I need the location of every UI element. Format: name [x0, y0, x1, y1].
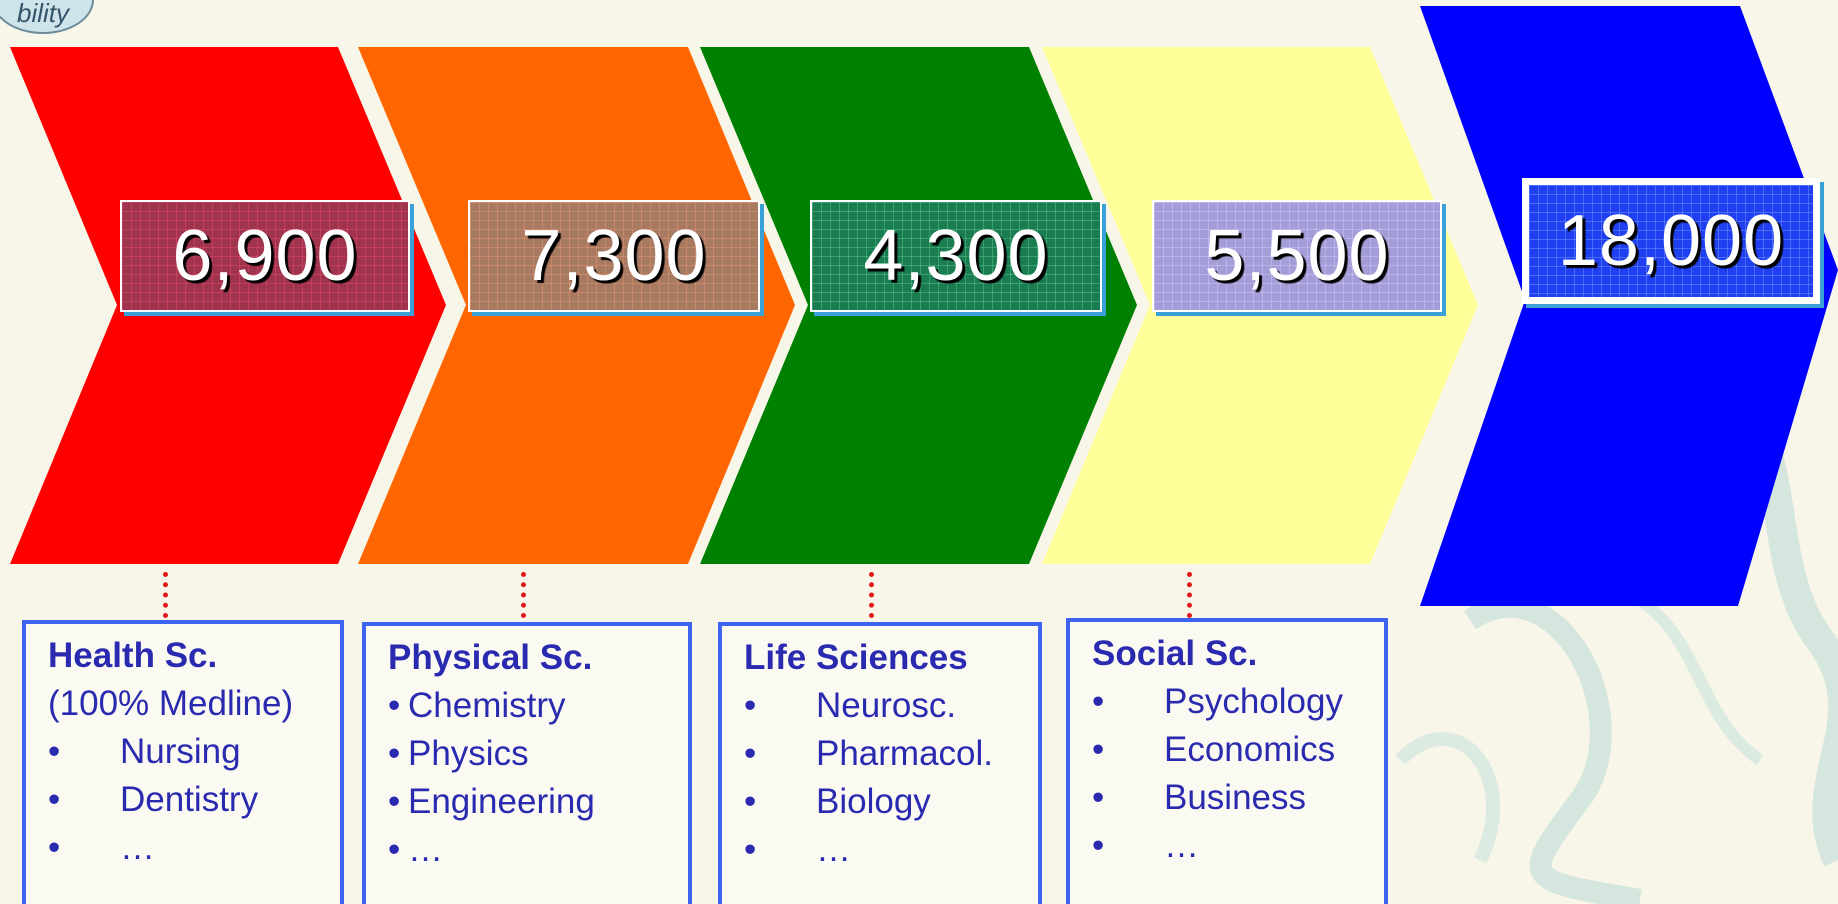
category-life: Life Sciences •Neurosc. •Pharmacol. •Bio… — [718, 622, 1042, 904]
category-title: Social Sc. — [1092, 634, 1258, 673]
list-item: •Engineering — [388, 782, 595, 821]
bullet: • — [388, 734, 401, 773]
bullet: • — [388, 830, 401, 869]
category-title: Physical Sc. — [388, 638, 593, 677]
bullet: • — [1092, 730, 1105, 769]
list-item: •Dentistry — [48, 780, 259, 819]
value-social: 5,500 — [1204, 216, 1390, 296]
list-item: •Psychology — [1092, 682, 1343, 721]
list-item: •Economics — [1092, 730, 1336, 769]
bullet: • — [744, 830, 757, 869]
value-box-social: 5,500 — [1152, 200, 1442, 312]
list-item: •Physics — [388, 734, 529, 773]
list-item: •Nursing — [48, 732, 241, 771]
category-physical: Physical Sc. •Chemistry •Physics •Engine… — [362, 622, 692, 904]
bullet: • — [48, 780, 61, 819]
list-item: •Business — [1092, 778, 1307, 817]
category-subtitle: (100% Medline) — [48, 684, 294, 723]
bullet: • — [388, 686, 401, 725]
category-health: Health Sc. (100% Medline) •Nursing •Dent… — [22, 620, 344, 904]
bullet: • — [744, 734, 757, 773]
list-item: •Pharmacol. — [744, 734, 994, 773]
category-title: Life Sciences — [744, 638, 968, 677]
list-item: •… — [388, 830, 443, 869]
value-total: 18,000 — [1557, 201, 1785, 281]
bullet: • — [48, 828, 61, 867]
chevron-total — [1420, 6, 1838, 606]
category-social: Social Sc. •Psychology •Economics •Busin… — [1066, 618, 1388, 904]
bullet: • — [48, 732, 61, 771]
value-box-life: 4,300 — [810, 200, 1102, 312]
value-physical: 7,300 — [521, 216, 707, 296]
connector-life — [869, 572, 874, 618]
value-life: 4,300 — [863, 216, 1049, 296]
value-health: 6,900 — [172, 216, 358, 296]
bullet: • — [1092, 778, 1105, 817]
value-box-physical: 7,300 — [468, 200, 760, 312]
connector-health — [163, 572, 168, 618]
list-item: •Chemistry — [388, 686, 566, 725]
logo: bility — [0, 0, 94, 34]
list-item: •… — [48, 828, 155, 867]
bullet: • — [1092, 682, 1105, 721]
connector-physical — [521, 572, 526, 618]
list-item: •… — [1092, 826, 1199, 865]
connector-social — [1187, 572, 1192, 618]
list-item: •… — [744, 830, 851, 869]
value-box-total: 18,000 — [1522, 178, 1820, 304]
list-item: •Neurosc. — [744, 686, 957, 725]
bullet: • — [744, 686, 757, 725]
bullet: • — [388, 782, 401, 821]
category-title: Health Sc. — [48, 636, 218, 675]
bullet: • — [744, 782, 757, 821]
list-item: •Biology — [744, 782, 931, 821]
bullet: • — [1092, 826, 1105, 865]
value-box-health: 6,900 — [120, 200, 410, 312]
